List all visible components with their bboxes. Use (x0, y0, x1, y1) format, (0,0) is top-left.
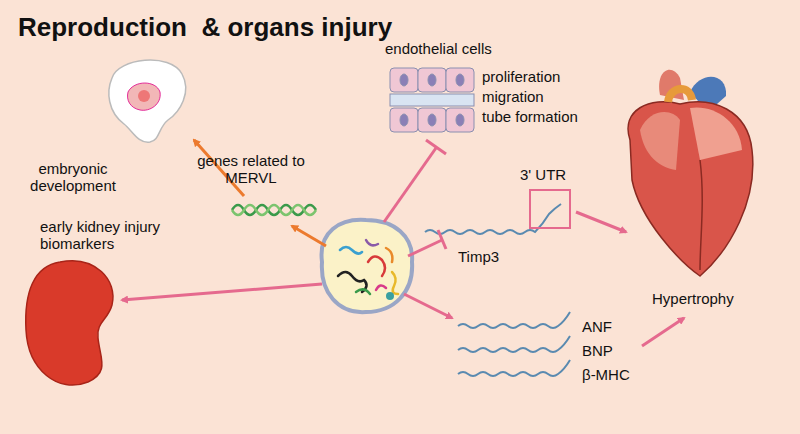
title: Reproduction & organs injury (18, 12, 392, 43)
caption-text: early kidney injury biomarkers (40, 218, 190, 253)
region-label: 3' UTR (520, 166, 566, 183)
gene-label: Timp3 (458, 248, 499, 265)
effect-label: tube formation (482, 108, 578, 125)
gene-label: ANF (582, 318, 612, 335)
outcome-label: Hypertrophy (652, 290, 734, 307)
cell-label: endothelial cells (385, 40, 492, 57)
effect-label: migration (482, 88, 544, 105)
arrows (122, 140, 684, 346)
caption-text: embryonic development (18, 160, 128, 195)
caption-text: genes related to MERVL (196, 152, 306, 187)
heart (628, 70, 753, 276)
endothelial-cells (390, 68, 474, 132)
gene-label: BNP (582, 342, 613, 359)
mrnas (458, 312, 570, 376)
kidney (26, 261, 113, 385)
vesicle (322, 220, 413, 312)
embryo-figure (109, 60, 186, 142)
gene-label: β-MHC (582, 366, 630, 383)
helix (232, 205, 316, 215)
timp3-mrna (425, 190, 570, 234)
effect-label: proliferation (482, 68, 560, 85)
